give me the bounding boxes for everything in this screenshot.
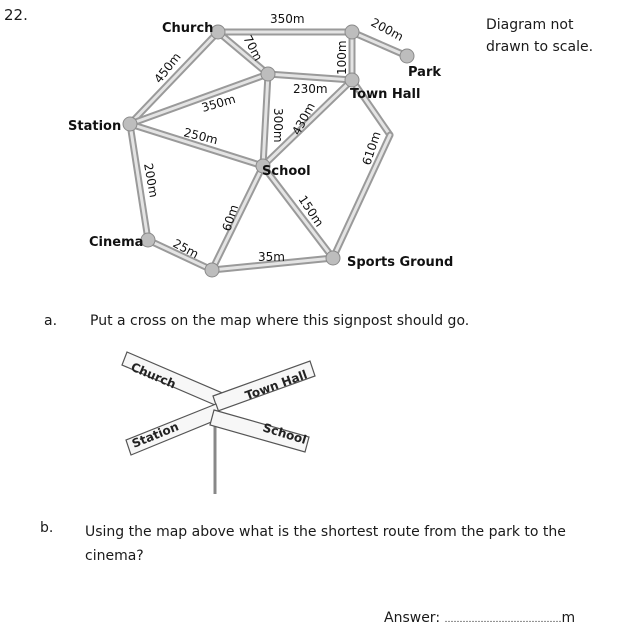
road-junction-townhall xyxy=(264,70,356,84)
answer-label: Answer: xyxy=(384,610,441,626)
label-park: Park xyxy=(408,65,441,80)
road-station-school xyxy=(126,120,267,170)
road-school-bottom xyxy=(208,162,267,274)
node-top-right-junction xyxy=(344,24,360,40)
node-station xyxy=(122,116,138,132)
label-cinema: Cinema xyxy=(89,235,143,250)
road-bend-sports xyxy=(329,131,394,262)
distance-church-topright: 350m xyxy=(270,12,305,26)
road-cinema-bottom xyxy=(144,236,216,274)
answer-unit: m xyxy=(561,610,576,626)
question-number: 22. xyxy=(4,6,28,24)
road-school-townhall xyxy=(259,76,356,170)
map-roads xyxy=(126,28,411,274)
road-townhall-bend xyxy=(348,76,394,139)
node-park xyxy=(399,48,415,64)
answer-line: Answer: …………………………………m xyxy=(384,610,575,626)
node-central-junction xyxy=(260,66,276,82)
part-a-letter: a. xyxy=(44,313,58,329)
scale-note: Diagram not drawn to scale. xyxy=(486,14,593,58)
distance-bottom-sports: 35m xyxy=(258,250,285,264)
node-sports-ground xyxy=(325,250,341,266)
road-topright-park xyxy=(348,28,411,60)
road-bottom-sports xyxy=(208,254,337,274)
distance-topright-townhall: 100m xyxy=(335,40,349,75)
road-station-cinema xyxy=(126,120,152,244)
sign-board-town-hall: Town Hall xyxy=(212,360,316,412)
label-school: School xyxy=(262,164,311,179)
distance-station-cinema: 200m xyxy=(141,162,161,198)
node-bottom-junction xyxy=(204,262,220,278)
sign-board-school: School xyxy=(209,409,310,453)
road-school-sports xyxy=(259,162,337,262)
label-town-hall: Town Hall xyxy=(350,87,420,102)
node-town-hall xyxy=(344,72,360,88)
road-church-junction xyxy=(214,28,272,78)
node-cinema xyxy=(140,232,156,248)
part-b-question: Using the map above what is the shortest… xyxy=(85,524,566,564)
road-station-junction xyxy=(126,70,272,128)
label-sports-ground: Sports Ground xyxy=(347,255,453,270)
road-church-station xyxy=(126,28,222,128)
distance-junction-townhall: 230m xyxy=(293,82,328,96)
signpost-illustration: Church Town Hall Station School xyxy=(121,351,316,494)
distance-junction-school: 300m xyxy=(271,108,285,143)
distance-church-junction: 70m xyxy=(240,33,265,63)
sign-board-church: Church xyxy=(121,351,228,409)
label-church: Church xyxy=(162,21,213,36)
part-a-question: Put a cross on the map where this signpo… xyxy=(90,313,470,329)
sign-text-station: Station xyxy=(130,419,181,450)
node-church xyxy=(210,24,226,40)
part-b-letter: b. xyxy=(40,520,54,536)
map-nodes xyxy=(122,24,415,278)
sign-board-station: Station xyxy=(125,403,222,456)
label-station: Station xyxy=(68,119,121,134)
scale-note-line1: Diagram not xyxy=(486,17,574,33)
node-school xyxy=(255,158,271,174)
scale-note-line2: drawn to scale. xyxy=(486,39,594,55)
road-junction-school xyxy=(259,70,272,170)
answer-blank[interactable]: ………………………………… xyxy=(444,615,562,625)
